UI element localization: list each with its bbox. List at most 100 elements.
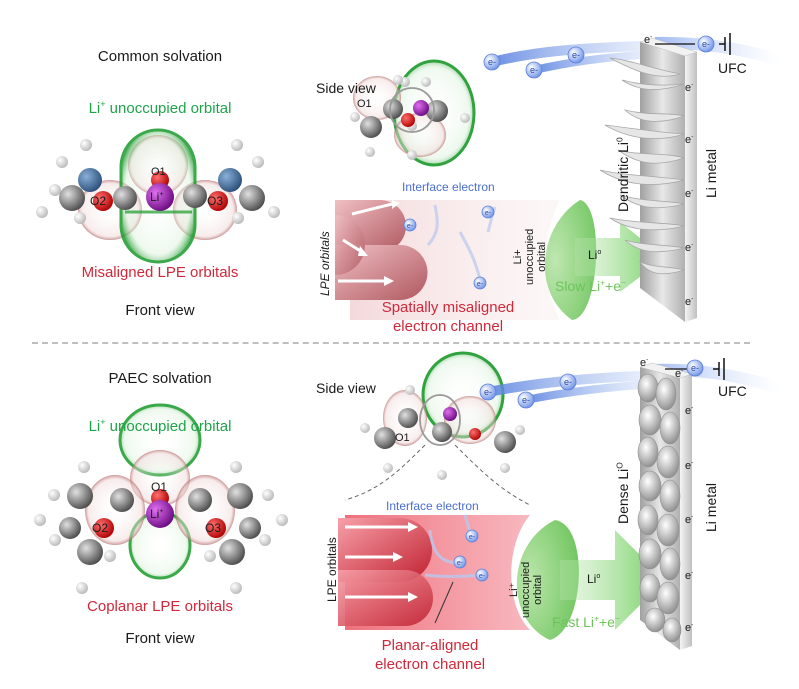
atom-label-o1: O1 bbox=[151, 166, 166, 178]
side-atom-label-o1: O1 bbox=[357, 98, 372, 110]
acceptor-orbital-lobe bbox=[516, 520, 579, 640]
electron-text: e bbox=[644, 34, 651, 46]
electron-sup: - bbox=[691, 187, 694, 195]
li-metal-label: Li metal bbox=[703, 482, 719, 532]
electron-sphere bbox=[481, 205, 495, 219]
highlight-circle bbox=[419, 394, 461, 446]
electron-sphere bbox=[567, 46, 585, 64]
rate-sup: − bbox=[621, 277, 626, 288]
front-view-label: Front view bbox=[125, 630, 195, 647]
electrode-electron-label: e- bbox=[685, 188, 693, 200]
electron-label: e- bbox=[564, 377, 572, 387]
electron-text: e bbox=[685, 514, 692, 526]
li-text: Li bbox=[88, 418, 101, 435]
electron-sphere bbox=[453, 555, 467, 569]
electron-text: e bbox=[685, 405, 692, 417]
electron-label: e- bbox=[530, 65, 538, 75]
common-front-molecule bbox=[36, 128, 280, 264]
electron-sphere bbox=[686, 359, 704, 377]
atom-label-o3: O3 bbox=[205, 521, 222, 535]
rate-sup: − bbox=[614, 613, 620, 624]
oxygen-atom bbox=[208, 191, 228, 211]
ufc-symbol bbox=[719, 33, 731, 55]
ufc-label: UFC bbox=[718, 60, 747, 76]
electron-label: e- bbox=[522, 395, 530, 405]
electron-sup: - bbox=[691, 404, 694, 412]
paec-front-molecule bbox=[34, 403, 288, 594]
electron-label: e- bbox=[469, 534, 476, 541]
li0-label: Lio bbox=[587, 572, 600, 586]
lpe-orbitals-label: LPE orbitals bbox=[325, 537, 339, 602]
channel-label-paec: Planar-aligned electron channel bbox=[375, 636, 485, 674]
electron-sphere bbox=[473, 276, 487, 290]
lithium-atom bbox=[146, 183, 174, 211]
lpe-orbitals-label: LPE orbitals bbox=[318, 231, 332, 296]
side-atom-label-o1: O1 bbox=[395, 432, 410, 444]
li-orbital-label: Li+ unoccupied orbital bbox=[88, 100, 232, 118]
hydrogen-atom bbox=[80, 139, 92, 151]
atom-label-li: Li+ bbox=[150, 190, 164, 204]
electron-text: e bbox=[685, 188, 692, 200]
electrode-electron-label: e- bbox=[685, 242, 693, 254]
rate-sup: + bbox=[600, 277, 606, 288]
channel-line: Planar-aligned bbox=[381, 637, 479, 654]
acceptor-line: Li⁺ bbox=[508, 582, 520, 598]
electrode-electron-label: e- bbox=[685, 405, 693, 417]
ufc-symbol bbox=[713, 358, 725, 380]
li-sup: + bbox=[100, 417, 106, 427]
acceptor-line: orbital bbox=[536, 241, 548, 272]
electron-label: e- bbox=[484, 387, 492, 397]
li-sup: + bbox=[159, 189, 164, 198]
electron-label: e- bbox=[407, 223, 414, 230]
electron-sphere bbox=[697, 35, 715, 53]
hydrogen-atom bbox=[232, 212, 244, 224]
electrode-electron-label: e- bbox=[685, 296, 693, 308]
electron-label: e- bbox=[572, 50, 580, 60]
electron-sup: - bbox=[691, 81, 694, 89]
carbon-atom bbox=[113, 186, 137, 210]
li-orbital-label: Li+ unoccupied orbital bbox=[88, 417, 232, 436]
acceptor-orbital-label: Li+ unoccupied orbital bbox=[512, 229, 548, 285]
electron-sphere bbox=[465, 529, 479, 543]
zoom-guide-line bbox=[344, 444, 426, 501]
li-text: Li bbox=[588, 248, 598, 262]
deposit-text: Dendritic Li bbox=[615, 141, 631, 212]
paec-side-molecule bbox=[344, 351, 531, 506]
electron-label: e- bbox=[457, 560, 464, 567]
deposit-sup: 0 bbox=[614, 137, 625, 142]
side-view-label: Side view bbox=[316, 80, 376, 96]
hydrogen-atom bbox=[268, 206, 280, 218]
electron-text: e bbox=[685, 134, 692, 146]
atom-label-o2: O2 bbox=[92, 521, 109, 535]
li-sup: o bbox=[597, 247, 602, 256]
li-text: Li bbox=[150, 507, 160, 521]
li-text: Li bbox=[88, 100, 101, 117]
electron-sup: - bbox=[691, 569, 694, 577]
panel-title-common: Common solvation bbox=[97, 48, 223, 65]
acceptor-orbital-lobe bbox=[544, 200, 597, 320]
electrode-electron-label: e- bbox=[685, 134, 693, 146]
atom-label-o3: O3 bbox=[207, 194, 224, 208]
deposit-label-dense: Dense LiO bbox=[614, 462, 631, 524]
channel-line: electron channel bbox=[392, 318, 504, 335]
channel-label-common: Spatially misaligned electron channel bbox=[382, 298, 515, 336]
electron-text: e bbox=[685, 570, 692, 582]
lpe-label-common: Misaligned LPE orbitals bbox=[81, 264, 239, 281]
li-text: Li bbox=[587, 572, 597, 586]
dendritic-li-electrode bbox=[599, 37, 698, 322]
rate-sup: + bbox=[594, 613, 599, 624]
acceptor-line: unoccupied bbox=[520, 561, 532, 618]
electrode-electron-label: e- bbox=[685, 514, 693, 526]
common-electron-wires bbox=[487, 36, 782, 74]
li-sup: o bbox=[596, 571, 601, 580]
electron-sup: - bbox=[691, 295, 694, 303]
hydrogen-atom bbox=[56, 156, 68, 168]
electron-sup: - bbox=[646, 356, 649, 364]
hydrogen-atom bbox=[36, 206, 48, 218]
li-orbital-suffix: unoccupied orbital bbox=[105, 100, 232, 117]
nitrogen-atom bbox=[78, 168, 102, 192]
ufc-label: UFC bbox=[718, 383, 747, 399]
electron-sphere bbox=[525, 61, 543, 79]
channel-pointer-line bbox=[434, 581, 454, 624]
li-text: Li bbox=[150, 190, 160, 204]
